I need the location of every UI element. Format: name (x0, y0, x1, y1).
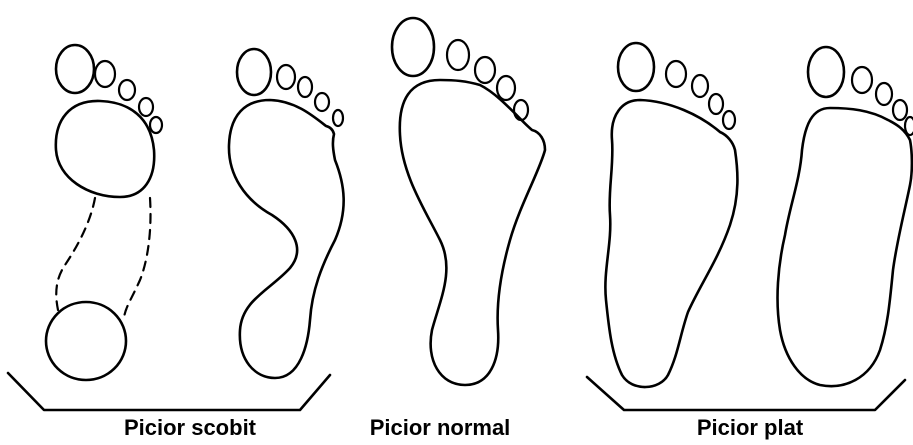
toe-prints (237, 49, 343, 126)
heel-pad (46, 302, 126, 380)
high-arch-footprint-outline (229, 49, 344, 378)
high-arch-group (8, 45, 344, 410)
flat-footprint-left (605, 43, 737, 387)
flat-footprint-right (778, 47, 913, 386)
toe-prints (808, 47, 913, 135)
caption-flat: Picior plat (600, 415, 900, 441)
foot-outline (605, 100, 737, 387)
ground-line-flat (587, 377, 905, 410)
flat-group (587, 43, 913, 410)
normal-footprint (392, 18, 545, 385)
foot-outline (400, 80, 545, 385)
normal-group (392, 18, 545, 385)
arch-dashed-outline-right (124, 198, 151, 318)
caption-high-arch: Picior scobit (50, 415, 330, 441)
forefoot-pad (56, 101, 154, 197)
ground-line-high-arch (8, 373, 330, 410)
caption-normal: Picior normal (320, 415, 560, 441)
toe-prints (618, 43, 735, 129)
high-arch-footprint-separated (46, 45, 162, 380)
foot-outline (778, 108, 912, 386)
toe-prints (56, 45, 162, 133)
foot-outline (229, 100, 344, 378)
arch-dashed-outline-left (56, 198, 95, 310)
